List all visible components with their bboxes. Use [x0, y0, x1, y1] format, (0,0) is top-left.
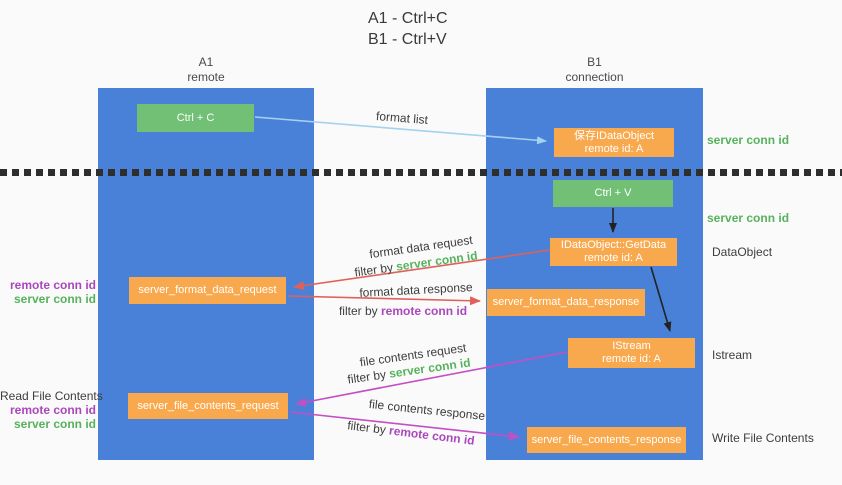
column-a1-name: A1 — [198, 55, 214, 69]
label-read-file-contents: Read File Contents — [0, 389, 103, 403]
node-server-file-contents-response-label: server_file_contents_response — [531, 433, 682, 446]
node-getdata: IDataObject::GetData remote id: A — [550, 238, 677, 266]
label-server-conn-id-2: server conn id — [13, 417, 96, 431]
node-server-format-data-response-label: server_format_data_response — [492, 296, 640, 308]
node-ctrl-v: Ctrl + V — [553, 180, 673, 207]
filter-by-value-2: remote conn id — [381, 304, 468, 318]
node-save-idataobject-line1: 保存IDataObject — [573, 129, 655, 142]
filter-by-value-4: remote conn id — [388, 423, 476, 448]
node-server-format-data-request: server_format_data_request — [129, 277, 286, 304]
label-istream: Istream — [712, 348, 753, 362]
label-dataobject: DataObject — [712, 245, 773, 259]
column-header-b1: B1 connection — [486, 55, 703, 85]
label-write-file-contents: Write File Contents — [712, 431, 814, 445]
column-b1-name: B1 — [587, 55, 602, 69]
filter-by-prefix-3: filter by — [346, 367, 387, 387]
node-istream: IStream remote id: A — [568, 338, 695, 368]
label-stack-format-conn-ids: remote conn id server conn id — [0, 278, 96, 306]
node-istream-line1: IStream — [612, 340, 651, 352]
filter-by-prefix-1: filter by — [353, 260, 394, 280]
label-server-conn-id-top: server conn id — [707, 133, 790, 147]
filter-by-prefix-2: filter by — [338, 304, 378, 318]
column-header-a1: A1 remote — [98, 55, 314, 85]
node-istream-line2: remote id: A — [602, 353, 661, 365]
node-save-idataobject-line2: remote id: A — [584, 142, 644, 155]
diagram-title: A1 - Ctrl+C B1 - Ctrl+V — [368, 8, 448, 50]
node-save-idataobject: 保存IDataObject remote id: A — [554, 128, 674, 157]
title-line-1: A1 - Ctrl+C — [368, 10, 448, 27]
node-server-file-contents-request-label: server_file_contents_request — [137, 399, 279, 412]
label-format-list: format list — [375, 108, 429, 128]
label-server-conn-id-mid: server conn id — [707, 211, 790, 225]
label-file-contents-response: file contents response — [368, 396, 486, 424]
label-server-conn-id-1: server conn id — [13, 292, 96, 306]
node-server-format-data-response: server_format_data_response — [487, 289, 645, 316]
node-getdata-line2: remote id: A — [584, 252, 643, 264]
dashed-divider — [0, 169, 842, 176]
node-server-file-contents-request: server_file_contents_request — [128, 393, 288, 419]
label-stack-file-conn-ids: Read File Contents remote conn id server… — [0, 389, 103, 431]
label-remote-conn-id-1: remote conn id — [9, 278, 96, 292]
column-b1-role: connection — [565, 70, 624, 84]
node-getdata-line1: IDataObject::GetData — [560, 239, 667, 251]
node-ctrl-c-label: Ctrl + C — [176, 111, 215, 124]
title-line-2: B1 - Ctrl+V — [368, 31, 447, 48]
node-server-format-data-request-label: server_format_data_request — [138, 284, 277, 296]
label-remote-conn-id-2: remote conn id — [9, 403, 96, 417]
label-filter-by-remote-conn-id-2: filter by remote conn id — [347, 418, 476, 448]
node-ctrl-c: Ctrl + C — [137, 104, 254, 132]
label-format-data-response: format data response — [359, 280, 473, 300]
label-filter-by-remote-conn-id-1: filter by remote conn id — [339, 304, 467, 318]
node-server-file-contents-response: server_file_contents_response — [527, 427, 686, 453]
column-a1-role: remote — [187, 70, 225, 84]
filter-by-prefix-4: filter by — [346, 418, 387, 437]
node-ctrl-v-label: Ctrl + V — [594, 187, 632, 199]
